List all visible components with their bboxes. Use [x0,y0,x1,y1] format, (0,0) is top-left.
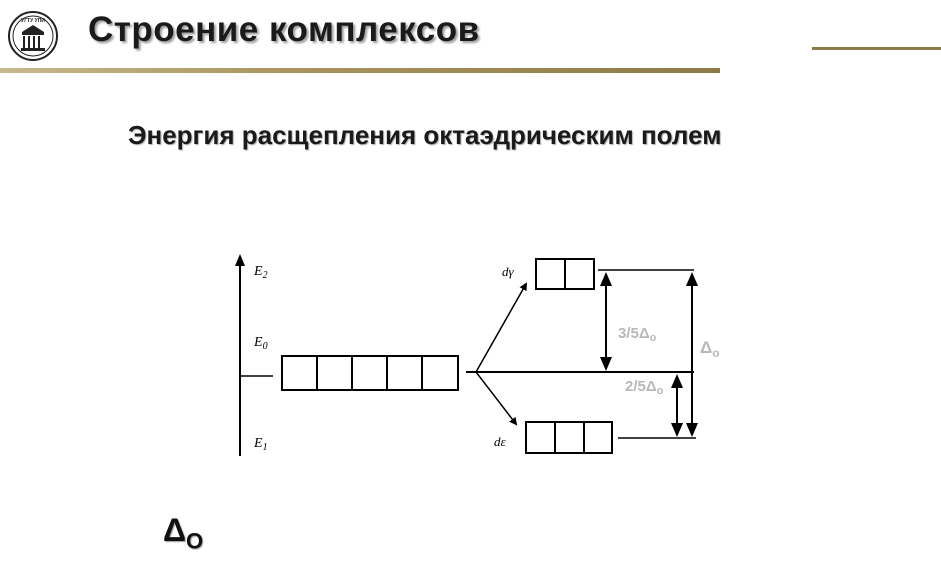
three-fifths-label: 3/5Δo [618,325,657,344]
two-fifths-label: 2/5Δo [625,378,664,397]
d-epsilon-orbitals [525,421,613,454]
delta-o-label: Δo [700,338,720,360]
header-divider [0,68,720,73]
split-arrow-up [475,282,527,373]
header-divider-right [812,47,941,50]
university-logo: УГТУ УПИ [8,11,58,61]
d-gamma-orbitals [535,258,595,290]
d-gamma-label: dγ [502,264,515,279]
e1-label: E1 [253,436,268,453]
d-epsilon-label: dε [494,434,507,449]
e2-label: E2 [253,264,268,281]
energy-axis-arrow [235,254,245,266]
delta-o-symbol: ΔO [163,512,204,554]
three-fifths-arrow [600,272,612,371]
split-arrow-down [475,371,518,426]
degenerate-d-orbitals [281,355,459,391]
delta-o-arrow [686,272,698,437]
page-title: Строение комплексов [88,10,480,49]
slide-subtitle: Энергия расщепления октаэдрическим полем [128,120,722,150]
e0-label: E0 [253,335,268,352]
logo-text: УГТУ УПИ [21,18,45,24]
two-fifths-arrow [671,374,683,437]
